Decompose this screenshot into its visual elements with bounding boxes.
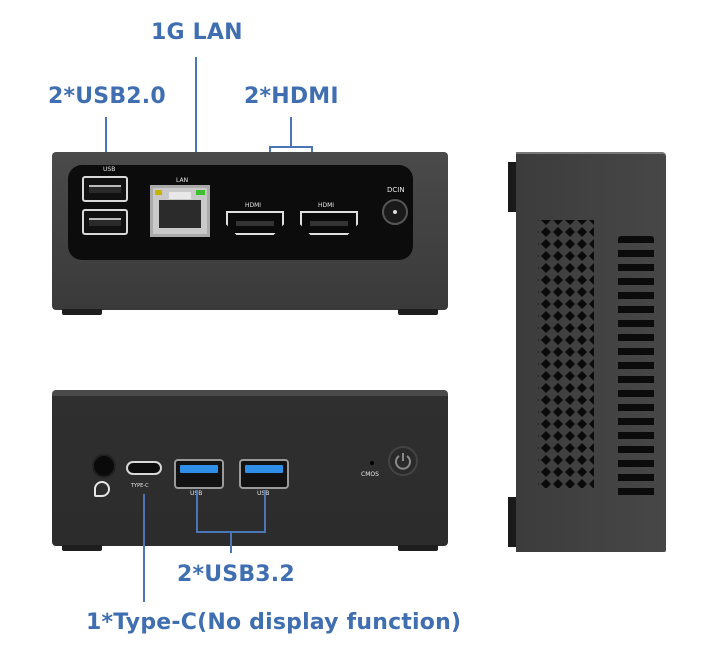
dcin-jack <box>382 199 408 225</box>
audio-jack <box>92 454 116 478</box>
vent-grille <box>538 220 594 488</box>
typec-label: 1*Type-C(No display function) <box>86 610 462 635</box>
lan-socket <box>159 200 201 228</box>
hdmi-label: 2*HDMI <box>244 84 339 109</box>
typec-marking: TYPE-C <box>131 483 149 489</box>
front-view-device: TYPE-C USB USB CMOS <box>52 390 448 546</box>
usb3b-marking: USB <box>257 490 269 497</box>
power-icon <box>395 453 411 470</box>
lan-label: 1G LAN <box>151 20 243 45</box>
cmos-reset-hole <box>370 461 374 465</box>
lan-port <box>150 185 210 237</box>
rear-foot-left <box>62 309 102 315</box>
lan-latch <box>169 192 191 199</box>
usb2-marking: USB <box>103 166 116 173</box>
rear-foot-right <box>398 309 438 315</box>
usb3-port-2 <box>239 459 289 489</box>
rear-io-panel: USB LAN HDMI HDMI DCIN <box>68 165 413 260</box>
vent-slots <box>618 236 654 502</box>
front-foot-left <box>62 545 102 551</box>
typec-port <box>126 461 162 475</box>
lan-led-yellow <box>155 190 162 195</box>
cmos-marking: CMOS <box>361 471 379 478</box>
headset-icon <box>94 481 110 497</box>
hdmi-port-1 <box>226 211 284 235</box>
lan-led-green <box>196 190 205 195</box>
rear-view-device: USB LAN HDMI HDMI DCIN <box>52 152 448 310</box>
usb3-leader-left <box>196 490 198 532</box>
dcin-marking: DCIN <box>387 186 405 194</box>
side-bracket-bottom <box>508 497 516 547</box>
usb3-port-1 <box>174 459 224 489</box>
usb2-label: 2*USB2.0 <box>48 84 166 109</box>
side-bracket-top <box>508 162 516 212</box>
usb2-port-2 <box>82 209 128 235</box>
usb2-port-1 <box>82 176 128 202</box>
hdmi2-marking: HDMI <box>318 202 335 209</box>
hdmi-leader-stem <box>290 117 292 147</box>
usb3-leader-right <box>264 490 266 532</box>
hdmi-port-2 <box>300 211 358 235</box>
lan-marking: LAN <box>176 177 189 184</box>
typec-leader-line <box>143 494 145 602</box>
hdmi-leader-bar <box>269 146 312 148</box>
usb3-label: 2*USB3.2 <box>177 562 295 587</box>
usb3-leader-stem <box>230 531 232 553</box>
side-view-device <box>508 152 666 552</box>
lan-leader-line <box>195 57 197 177</box>
hdmi1-marking: HDMI <box>245 202 262 209</box>
front-foot-right <box>398 545 438 551</box>
side-panel <box>516 152 666 552</box>
power-button <box>388 446 418 476</box>
